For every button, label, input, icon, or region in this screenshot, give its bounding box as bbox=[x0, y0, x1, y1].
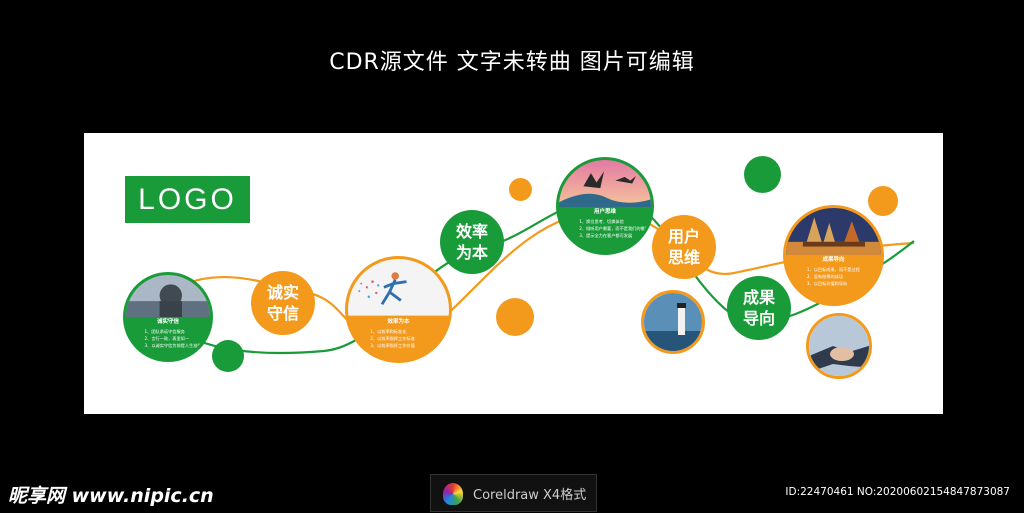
card-heading: 诚实守信 bbox=[156, 319, 179, 325]
decor-dot-orange bbox=[509, 178, 532, 201]
card-user: 用户思维 1、换位思考、切换体验 2、倾听用户需要，而不是我们的需要 3、提示全… bbox=[556, 157, 654, 255]
card-item: 2、以效率指挥工作标准 bbox=[370, 336, 415, 341]
handshake-photo bbox=[809, 316, 869, 376]
card-item: 1、以目标成果，而不是过程 bbox=[806, 267, 860, 272]
software-badge: Coreldraw X4格式 bbox=[430, 474, 597, 512]
sailboat-photo bbox=[786, 208, 881, 256]
logo-box: LOGO bbox=[125, 176, 250, 223]
card-heading: 成果导向 bbox=[822, 257, 845, 263]
image-id-text: ID:22470461 NO:20200602154847873087 bbox=[785, 486, 1010, 498]
card-honesty: 诚实守信 1、团队承诺守信服务 2、言行一致，表里如一 3、以诚实守信为前提人生… bbox=[123, 272, 213, 362]
decor-dot-green bbox=[212, 340, 244, 372]
card-item: 1、以效率和标准化 bbox=[370, 329, 407, 334]
card-item: 3、提示全力在客户都可发展 bbox=[579, 233, 633, 238]
decor-dot-green bbox=[744, 156, 781, 193]
card-item: 3、以效率指挥工作价值 bbox=[370, 343, 415, 348]
card-item: 1、团队承诺守信服务 bbox=[144, 329, 185, 334]
tag-line: 为本 bbox=[455, 243, 488, 262]
lighthouse-photo bbox=[644, 293, 702, 351]
card-heading: 效率为本 bbox=[387, 319, 410, 325]
coreldraw-balloon-icon bbox=[443, 483, 463, 505]
decor-dot-orange bbox=[496, 298, 534, 336]
tag-line: 导向 bbox=[742, 309, 775, 328]
software-label: Coreldraw X4格式 bbox=[473, 487, 587, 503]
culture-wall-panel: LOGO 诚实守信 1、团队承诺守信服务 2、言行一致，表里如一 3、以诚实守信… bbox=[84, 133, 943, 414]
tag-line: 守信 bbox=[266, 304, 299, 323]
card-item: 2、没有结果的成功 bbox=[806, 274, 844, 279]
tag-line: 成果 bbox=[742, 288, 775, 307]
handshake-photo-circle bbox=[806, 313, 872, 379]
card-item: 1、换位思考、切换体验 bbox=[579, 219, 624, 224]
card-item: 2、倾听用户需要，而不是我们的需要 bbox=[579, 226, 649, 231]
card-efficiency: 效率为本 1、以效率和标准化 2、以效率指挥工作标准 3、以效率指挥工作价值 bbox=[345, 256, 452, 363]
page-title: CDR源文件 文字未转曲 图片可编辑 bbox=[329, 50, 695, 75]
tag-user: 用户 思维 bbox=[652, 215, 716, 279]
tag-efficiency: 效率 为本 bbox=[440, 210, 504, 274]
runner-photo bbox=[348, 259, 449, 316]
tag-honesty: 诚实 守信 bbox=[251, 271, 315, 335]
tag-line: 诚实 bbox=[266, 283, 299, 302]
card-result: 成果导向 1、以目标成果，而不是过程 2、没有结果的成功 3、以目标价值和导向 bbox=[783, 205, 884, 306]
tag-line: 用户 bbox=[667, 227, 700, 246]
card-heading: 用户思维 bbox=[593, 209, 616, 215]
site-watermark-logo: 昵享网 www.nipic.cn bbox=[8, 485, 214, 507]
tag-line: 效率 bbox=[455, 222, 488, 241]
card-item: 3、以诚实守信为前提人生准则 bbox=[144, 343, 202, 348]
card-item: 2、言行一致，表里如一 bbox=[144, 336, 190, 341]
statue-photo bbox=[126, 275, 210, 317]
tag-line: 思维 bbox=[667, 248, 700, 267]
lighthouse-photo-circle bbox=[641, 290, 705, 354]
card-item: 3、以目标价值和导向 bbox=[806, 281, 848, 286]
tag-result: 成果 导向 bbox=[727, 276, 791, 340]
eagle-photo bbox=[559, 160, 651, 207]
